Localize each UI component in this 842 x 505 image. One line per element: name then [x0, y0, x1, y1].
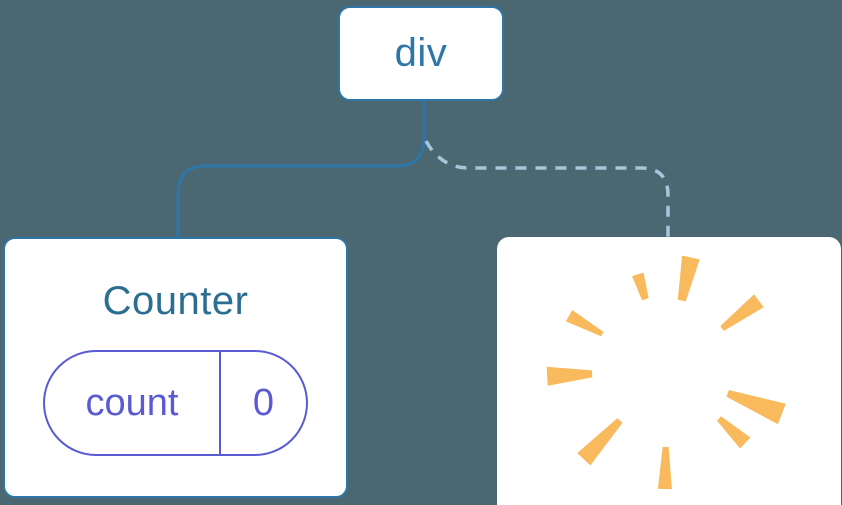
- state-pill: count 0: [43, 350, 308, 456]
- state-key-cell: count: [45, 352, 221, 454]
- removed-node: [497, 237, 841, 505]
- solid-edge-to-counter: [176, 100, 426, 237]
- root-node-div: div: [338, 6, 504, 101]
- poof-icon: [546, 255, 786, 490]
- counter-node-title: Counter: [102, 279, 249, 323]
- root-node-label: div: [394, 31, 448, 75]
- counter-node: Counter count 0: [3, 237, 348, 498]
- state-value-label: 0: [252, 381, 275, 424]
- state-value-cell: 0: [221, 352, 306, 454]
- dashed-edge-to-removed: [424, 140, 670, 237]
- state-key-label: count: [85, 381, 179, 424]
